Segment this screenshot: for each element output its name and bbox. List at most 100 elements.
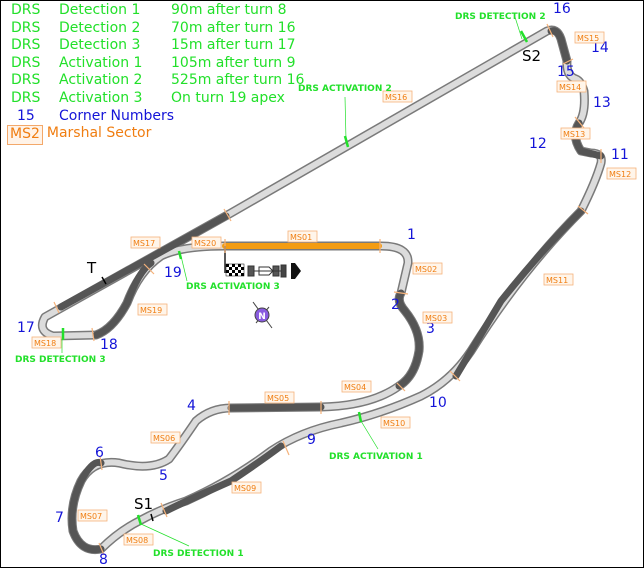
legend-type: Detection 3	[59, 37, 141, 54]
legend-desc: 105m after turn 9	[171, 54, 296, 71]
corner-19: 19	[164, 265, 182, 281]
corner-7: 7	[55, 510, 64, 526]
corner-18: 18	[100, 337, 118, 353]
sector-1-label: S1	[134, 495, 153, 513]
legend-corner-key: 15 Corner Numbers	[11, 108, 304, 126]
legend-type: Activation 2	[59, 72, 143, 89]
corner-1: 1	[407, 227, 416, 243]
svg-text:MS05: MS05	[267, 394, 289, 403]
legend-desc: 525m after turn 16	[171, 72, 305, 89]
legend-row: DRS Activation 3 On turn 19 apex	[11, 90, 304, 108]
marshal-sector-ms07: MS07	[77, 509, 108, 522]
svg-text:MS20: MS20	[194, 239, 216, 248]
corner-6: 6	[95, 445, 104, 461]
corner-16: 16	[553, 1, 571, 17]
marshal-sector-ms11: MS11	[543, 273, 574, 286]
svg-text:MS16: MS16	[385, 93, 407, 102]
direction-arrow-icon	[291, 263, 301, 279]
corner-10: 10	[429, 395, 447, 411]
svg-text:MS19: MS19	[140, 306, 162, 315]
drs-detection-2-label: DRS DETECTION 2	[455, 12, 546, 22]
drs-activation-2-label: DRS ACTIVATION 2	[298, 84, 392, 94]
svg-text:MS04: MS04	[344, 383, 366, 392]
marshal-sector-ms10: MS10	[380, 416, 411, 429]
marshal-sector-ms04: MS04	[341, 380, 372, 393]
corner-11: 11	[611, 147, 629, 163]
svg-text:MS15: MS15	[577, 34, 599, 43]
svg-text:N: N	[258, 312, 266, 322]
drs-markers	[61, 16, 529, 547]
track-dark-segment	[452, 207, 585, 380]
track-dark-segment	[395, 289, 423, 390]
drs-activation-3-label: DRS ACTIVATION 3	[186, 282, 280, 292]
marshal-sector-ms14: MS14	[556, 80, 587, 93]
marshal-sector-ms01: MS01	[287, 230, 318, 243]
svg-text:MS07: MS07	[80, 512, 102, 521]
marshal-sector-ms17: MS17	[130, 236, 161, 249]
marshal-sector-ms05: MS05	[264, 391, 295, 404]
legend: DRS Detection 1 90m after turn 8 DRS Det…	[7, 2, 304, 145]
legend-drs: DRS	[11, 54, 41, 71]
svg-text:MS10: MS10	[383, 419, 405, 428]
sector-2-label: S2	[522, 47, 541, 65]
legend-marshal-key: MS2 Marshal Sector	[7, 125, 304, 145]
compass-north-icon: N	[252, 301, 273, 329]
legend-row: DRS Detection 1 90m after turn 8	[11, 2, 304, 20]
marshal-sector-ms12: MS12	[606, 167, 637, 180]
legend-type: Activation 3	[59, 89, 143, 106]
marshal-sector-ms09: MS09	[231, 481, 262, 494]
legend-marshal-label: Marshal Sector	[46, 125, 152, 142]
svg-text:MS12: MS12	[609, 170, 631, 179]
svg-text:MS02: MS02	[415, 265, 437, 274]
legend-drs: DRS	[11, 37, 41, 54]
marshal-sector-ms03: MS03	[422, 311, 453, 324]
corner-9: 9	[307, 432, 316, 448]
marshal-sector-ms08: MS08	[123, 533, 154, 546]
legend-drs: DRS	[11, 72, 41, 89]
legend-desc: 15m after turn 17	[171, 37, 296, 54]
corner-2: 2	[391, 297, 400, 313]
svg-text:MS14: MS14	[559, 83, 581, 92]
checkered-flag-icon	[225, 263, 245, 277]
legend-row: DRS Activation 2 525m after turn 16	[11, 72, 304, 90]
legend-type: Detection 1	[59, 2, 141, 18]
corner-13: 13	[593, 95, 611, 111]
marshal-sector-ms19: MS19	[137, 303, 168, 316]
track-dark-segment	[68, 458, 105, 554]
legend-corner-sample: 15	[17, 107, 35, 124]
marshal-sector-ms20: MS20	[191, 236, 222, 249]
legend-type: Detection 2	[59, 19, 141, 36]
corner-14: 14	[591, 40, 609, 56]
svg-text:MS11: MS11	[546, 276, 568, 285]
drs-activation-1-label: DRS ACTIVATION 1	[329, 452, 423, 462]
legend-type: Activation 1	[59, 54, 143, 71]
legend-marshal-sample: MS2	[7, 125, 43, 145]
track-dark-segment	[227, 403, 325, 412]
marshal-sector-ms15: MS15	[574, 31, 605, 44]
marshal-sector-ms18: MS18	[31, 336, 62, 349]
svg-text:MS13: MS13	[563, 130, 585, 139]
sector-lines	[101, 276, 154, 522]
legend-drs: DRS	[11, 2, 41, 18]
legend-drs: DRS	[11, 89, 41, 106]
corner-12: 12	[529, 136, 547, 152]
svg-text:MS09: MS09	[234, 484, 256, 493]
timing-line-label: T	[86, 259, 97, 277]
corner-8: 8	[99, 552, 108, 567]
drs-detection-3-label: DRS DETECTION 3	[15, 355, 106, 365]
corner-17: 17	[17, 320, 35, 336]
legend-row: DRS Detection 3 15m after turn 17	[11, 37, 304, 55]
corner-5: 5	[159, 468, 168, 484]
svg-text:MS08: MS08	[126, 536, 148, 545]
marshal-sector-boundaries	[53, 23, 602, 556]
legend-drs: DRS	[11, 19, 41, 36]
legend-desc: 90m after turn 8	[171, 2, 287, 18]
marshal-sector-ms02: MS02	[412, 262, 443, 275]
svg-text:MS03: MS03	[425, 314, 447, 323]
svg-text:MS17: MS17	[133, 239, 155, 248]
corner-4: 4	[187, 398, 196, 414]
drs-detection-1-label: DRS DETECTION 1	[153, 549, 244, 559]
legend-row: DRS Activation 1 105m after turn 9	[11, 55, 304, 73]
